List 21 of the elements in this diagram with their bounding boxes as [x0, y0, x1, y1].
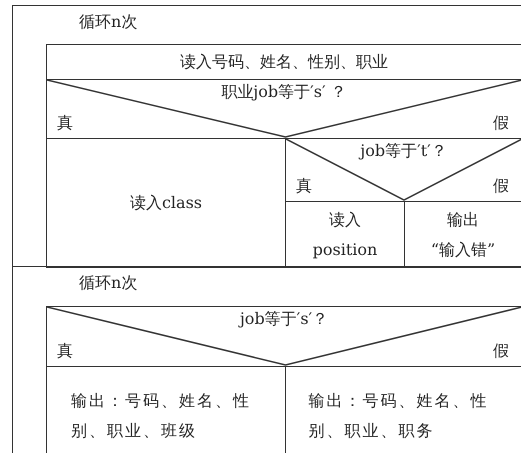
condition-text: 职业job等于′s′ ？: [220, 82, 348, 103]
step-text: 输出：号码、姓名、性别、职业、班级: [71, 390, 252, 442]
condition-text: job等于′t′？: [358, 141, 448, 162]
loop-box: [12, 5, 521, 267]
false-label: 假: [493, 341, 509, 362]
step-text: 读入号码、姓名、性别、职业: [180, 51, 388, 73]
loop-label: 循环n次: [79, 12, 138, 33]
true-label: 真: [57, 113, 73, 134]
true-label: 真: [296, 176, 312, 197]
step-text: 读入 position: [312, 208, 378, 260]
step-text: 输出 “输入错”: [430, 208, 496, 260]
step-text: 输出：号码、姓名、性别、职业、职务: [308, 390, 490, 442]
loop-box: [12, 266, 521, 453]
process-box: [46, 44, 521, 80]
step-text: 读入class: [130, 192, 202, 214]
false-label: 假: [493, 113, 509, 134]
false-label: 假: [493, 176, 509, 197]
process-box: [46, 138, 286, 268]
condition-text: job等于′s′？: [237, 309, 330, 330]
true-label: 真: [57, 341, 73, 362]
loop-label: 循环n次: [79, 273, 138, 294]
